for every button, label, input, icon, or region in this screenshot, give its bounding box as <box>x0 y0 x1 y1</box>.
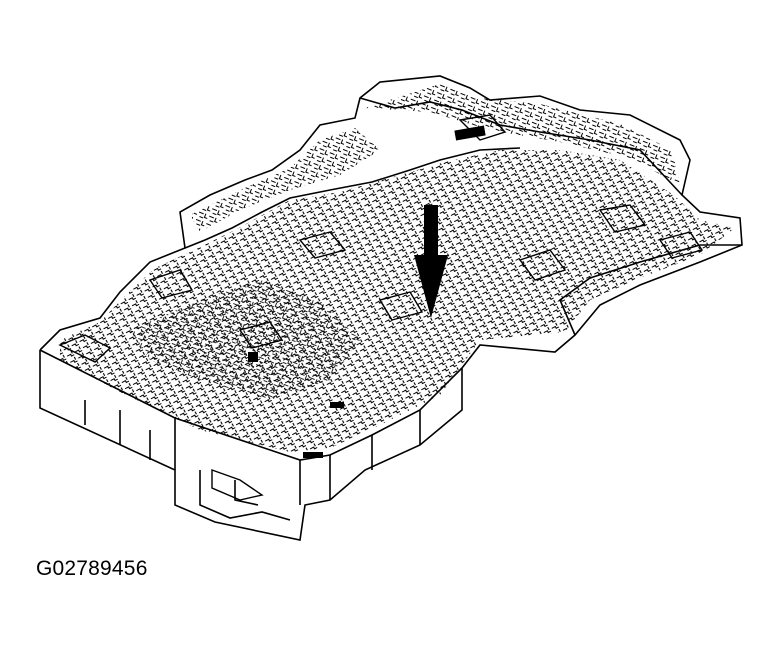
valve-body-accents <box>248 125 486 458</box>
figure-id-label: G02789456 <box>36 557 148 580</box>
valve-body-passages <box>60 84 735 452</box>
valve-body-bosses <box>58 114 704 501</box>
valve-body-illustration <box>39 75 743 541</box>
arrow-down-icon <box>414 205 448 318</box>
